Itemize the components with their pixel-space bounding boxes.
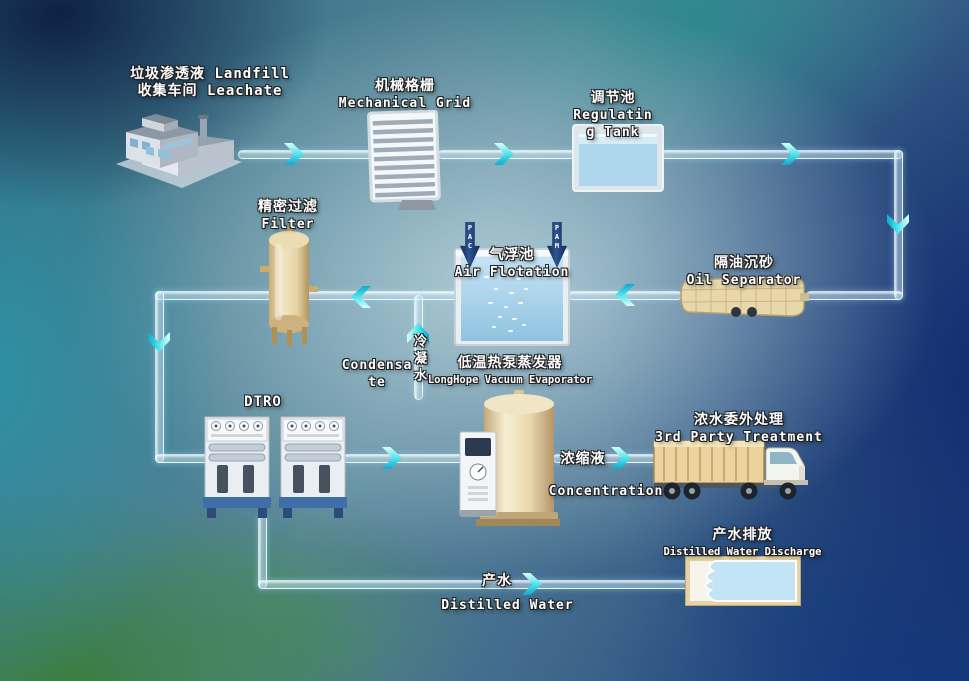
pipe-condensate [414,295,423,400]
label-product-zh: 产水 [467,573,527,590]
dtro-unit-icon [203,413,347,521]
pipe-corner-to-separator [806,291,903,300]
label-regulating-tank: 调节池 Regulating Tank [573,90,653,141]
label-mechanical-grid: 机械格栅 Mechanical Grid [330,78,480,112]
factory-building-icon [112,98,244,190]
air-flotation-tank-icon [454,248,570,346]
truck-icon [652,438,812,504]
label-condensate-text: Condensate [341,358,413,390]
label-discharge-en: Distilled Water Discharge [663,546,822,558]
pipe-tank-to-corner [661,150,903,159]
label-dtro-text: DTRO [244,394,282,410]
oil-separator-icon [678,268,810,328]
label-grid-zh: 机械格栅 [375,78,435,94]
label-collection: 垃圾渗透液 Landfill 收集车间 Leachate [125,66,295,100]
label-product-en-text: Distilled Water [441,598,574,613]
label-oil-separator: 隔油沉砂 Oil Separator [679,255,809,289]
label-air-flotation: 气浮池 Air Flotation [454,247,570,281]
label-discharge: 产水排放 Distilled Water Discharge [660,527,825,561]
label-concentrate-zh: 浓缩液 [547,451,619,468]
pipe-collection-to-grid [238,150,372,159]
label-tank-zh: 调节池 [590,90,636,106]
label-grid-en: Mechanical Grid [338,96,472,111]
discharge-pool-icon [685,556,801,606]
label-flotation-zh: 气浮池 [489,247,535,263]
label-concentrate-en-text: Concentration [548,484,664,499]
label-third-party-zh: 浓水委外处理 [694,412,784,428]
label-product-en: Distilled Water [435,597,580,614]
label-third-party: 浓水委外处理 3rd Party Treatment [650,412,828,446]
pipe-dtro-to-evaporator [343,454,465,463]
label-dtro: DTRO [223,394,303,411]
label-concentrate-zh-text: 浓缩液 [560,451,606,467]
dosing-label-right: PAM [553,224,561,251]
label-concentrate-en: Concentration [546,483,666,500]
regulating-tank-icon [572,124,664,192]
label-evaporator-en: LongHope Vacuum Evaporator [427,374,593,386]
label-oilsep-en: Oil Separator [686,273,802,288]
label-filter-zh: 精密过滤 [258,199,318,215]
label-condensate: Condensate [340,357,414,391]
label-collection-line1: 垃圾渗透液 Landfill [130,66,290,82]
pipe-left-down [155,291,164,463]
label-evaporator-zh: 低温热泵蒸发器 [457,355,563,371]
label-flotation-en: Air Flotation [454,265,570,280]
label-product-zh-text: 产水 [482,573,512,589]
label-discharge-zh: 产水排放 [712,527,773,543]
label-filter: 精密过滤 Filter [240,199,336,233]
pipe-dtro-down [258,515,267,589]
label-filter-en: Filter [261,217,315,232]
filter-vessel-icon [260,224,318,346]
dosing-label-left: PAC [466,224,474,251]
label-tank-en: Regulating Tank [573,108,653,140]
label-third-party-en: 3rd Party Treatment [655,430,823,445]
label-oilsep-zh: 隔油沉砂 [714,255,774,271]
mechanical-grid-icon [366,110,442,210]
evaporator-icon [458,388,560,534]
label-collection-line2: 收集车间 Leachate [137,83,283,99]
label-evaporator: 低温热泵蒸发器 LongHope Vacuum Evaporator [420,355,600,389]
label-condensate-zh: 冷凝水 [411,334,426,385]
